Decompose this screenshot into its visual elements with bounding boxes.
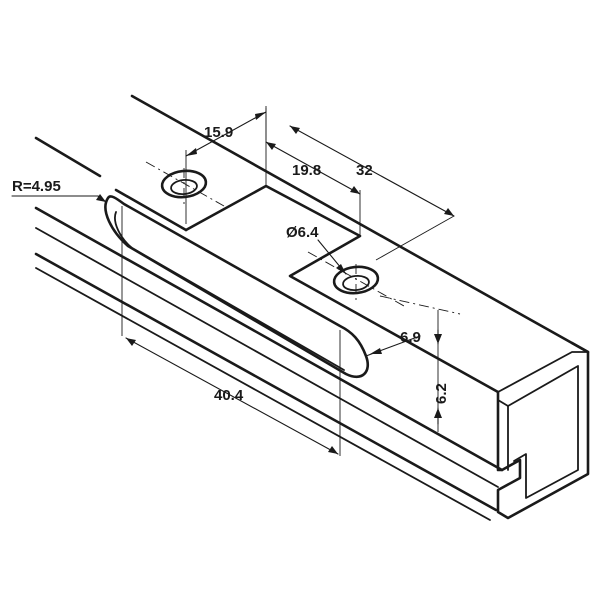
dimension-lines bbox=[11, 106, 455, 456]
dim-32: 32 bbox=[356, 162, 373, 179]
center-lines bbox=[145, 161, 461, 315]
dimension-labels: 15.9 19.8 32 Ø6.4 R=4.95 40.4 6.9 6.2 bbox=[12, 124, 450, 404]
hole-right bbox=[332, 265, 380, 295]
dim-40-4: 40.4 bbox=[214, 387, 244, 404]
dim-15-9: 15.9 bbox=[204, 124, 233, 141]
rail-outline bbox=[34, 94, 590, 521]
arrowheads bbox=[96, 112, 454, 454]
hole-left bbox=[160, 169, 208, 199]
dim-6-2: 6.2 bbox=[433, 383, 450, 404]
dim-19-8: 19.8 bbox=[292, 162, 321, 179]
dim-radius: R=4.95 bbox=[12, 178, 61, 195]
slot-cutout bbox=[104, 195, 369, 379]
dim-hole-diameter: Ø6.4 bbox=[286, 224, 319, 241]
dim-6-9: 6.9 bbox=[400, 329, 421, 346]
